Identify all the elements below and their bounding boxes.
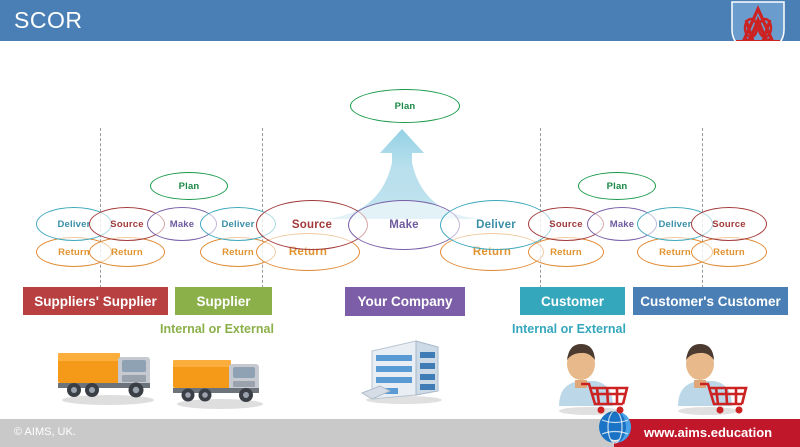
return-node-label: Return <box>713 246 745 258</box>
boundary-divider-2 <box>262 128 263 288</box>
plan-node[interactable]: Plan <box>150 172 228 200</box>
boundary-divider-1 <box>100 128 101 288</box>
entity-box-customers-customer[interactable]: Customer's Customer <box>633 287 788 315</box>
entity-label: Suppliers' Supplier <box>34 293 157 309</box>
delivery-truck-icon <box>168 351 268 414</box>
delivery-truck-icon <box>52 343 160 410</box>
plan-node-label: Plan <box>394 100 416 112</box>
return-node-label: Return <box>222 246 254 258</box>
return-node-label: Return <box>550 246 582 258</box>
process-node-label: Make <box>609 218 635 230</box>
note-internal-or-external-left: Internal or External <box>160 322 274 336</box>
process-node-label: Source <box>712 218 746 230</box>
boundary-divider-3 <box>540 128 541 288</box>
customer-shopper-icon <box>549 336 629 421</box>
entity-box-your-company[interactable]: Your Company <box>345 287 465 316</box>
plan-node-label: Plan <box>606 180 628 192</box>
return-node[interactable]: Return <box>691 237 767 267</box>
footer-copyright: © AIMS, UK. <box>14 426 76 438</box>
boundary-divider-4 <box>702 128 703 288</box>
return-node-label: Return <box>58 246 90 258</box>
note-internal-or-external-right: Internal or External <box>512 322 626 336</box>
process-node-label: Deliver <box>57 218 91 230</box>
return-node-label: Return <box>111 246 143 258</box>
plan-flow-arrow-icon <box>322 119 482 219</box>
process-node-label: Source <box>110 218 144 230</box>
entity-label: Customer's Customer <box>640 293 781 309</box>
process-node-source[interactable]: Source <box>256 200 368 250</box>
entity-box-suppliers-supplier[interactable]: Suppliers' Supplier <box>23 287 168 315</box>
process-node-label: Deliver <box>476 219 516 231</box>
plan-node[interactable]: Plan <box>350 89 460 123</box>
return-node[interactable]: Return <box>528 237 604 267</box>
process-node-label: Make <box>389 219 419 231</box>
entity-box-customer[interactable]: Customer <box>520 287 625 315</box>
plan-node-label: Plan <box>178 180 200 192</box>
process-node-source[interactable]: Source <box>691 207 767 241</box>
entity-label: Your Company <box>357 294 453 309</box>
return-node-label: Return <box>659 246 691 258</box>
customer-shopper-icon <box>668 336 748 421</box>
return-node[interactable]: Return <box>89 237 165 267</box>
entity-label: Customer <box>540 293 604 309</box>
office-building-icon <box>358 333 450 410</box>
plan-node[interactable]: Plan <box>578 172 656 200</box>
page-title: SCOR <box>14 7 83 33</box>
footer-url-bar <box>614 419 800 447</box>
process-node-label: Make <box>169 218 195 230</box>
entity-box-supplier[interactable]: Supplier <box>175 287 272 315</box>
entity-label: Supplier <box>196 293 251 309</box>
process-node-label: Deliver <box>658 218 692 230</box>
footer-url: www.aims.education <box>644 425 773 440</box>
page-header: SCOR <box>0 0 800 57</box>
diagram-canvas: Plan Plan Plan Return Return Return Retu… <box>0 41 800 419</box>
process-node-label: Source <box>549 218 583 230</box>
globe-icon <box>596 408 634 446</box>
process-node-label: Deliver <box>221 218 255 230</box>
process-node-label: Source <box>291 219 333 231</box>
